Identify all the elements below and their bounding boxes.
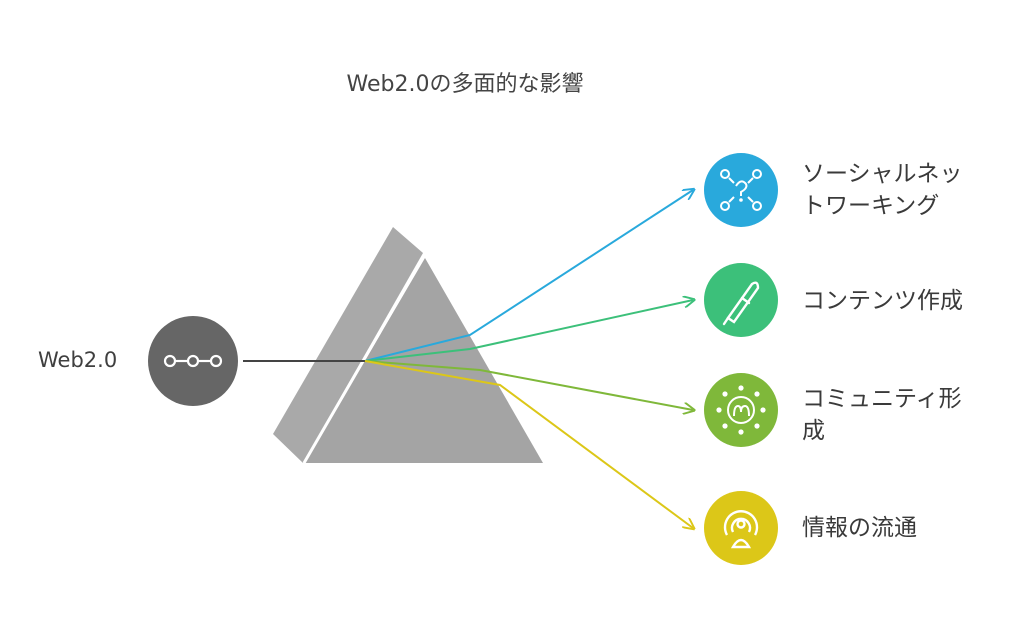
output-node-content-creation (704, 263, 778, 337)
source-node (148, 316, 238, 406)
diagram-title: Web2.0の多面的な影響 (346, 72, 584, 97)
label-line: コミュニティ形 (802, 386, 962, 412)
ray-social-networking (364, 190, 693, 362)
label-line: コンテンツ作成 (802, 288, 963, 314)
prism-front-face (305, 258, 543, 463)
pen-icon (722, 281, 760, 326)
output-label-content-creation: コンテンツ作成 (802, 285, 963, 317)
label-line: 成 (802, 418, 825, 444)
label-line: トワーキング (802, 193, 940, 219)
output-label-information-flow: 情報の流通 (802, 512, 917, 544)
output-label-social-networking: ソーシャルネッ トワーキング (802, 158, 963, 222)
broadcast-icon (723, 510, 759, 549)
output-node-information-flow (704, 491, 778, 565)
network-question-icon (720, 169, 762, 211)
community-icon (716, 385, 766, 435)
prism-side-face (273, 227, 423, 463)
network-nodes-icon (163, 354, 223, 368)
label-line: 情報の流通 (802, 515, 917, 541)
ray-information-flow (364, 360, 693, 528)
label-line: ソーシャルネッ (802, 161, 963, 187)
ray-community-formation (364, 360, 693, 410)
output-node-social-networking (704, 153, 778, 227)
source-label: Web2.0 (38, 348, 118, 372)
output-node-community-formation (704, 373, 778, 447)
output-label-community-formation: コミュニティ形 成 (802, 383, 962, 447)
prism-shape (273, 227, 543, 464)
prism-edge (302, 255, 426, 464)
ray-content-creation (364, 300, 693, 362)
